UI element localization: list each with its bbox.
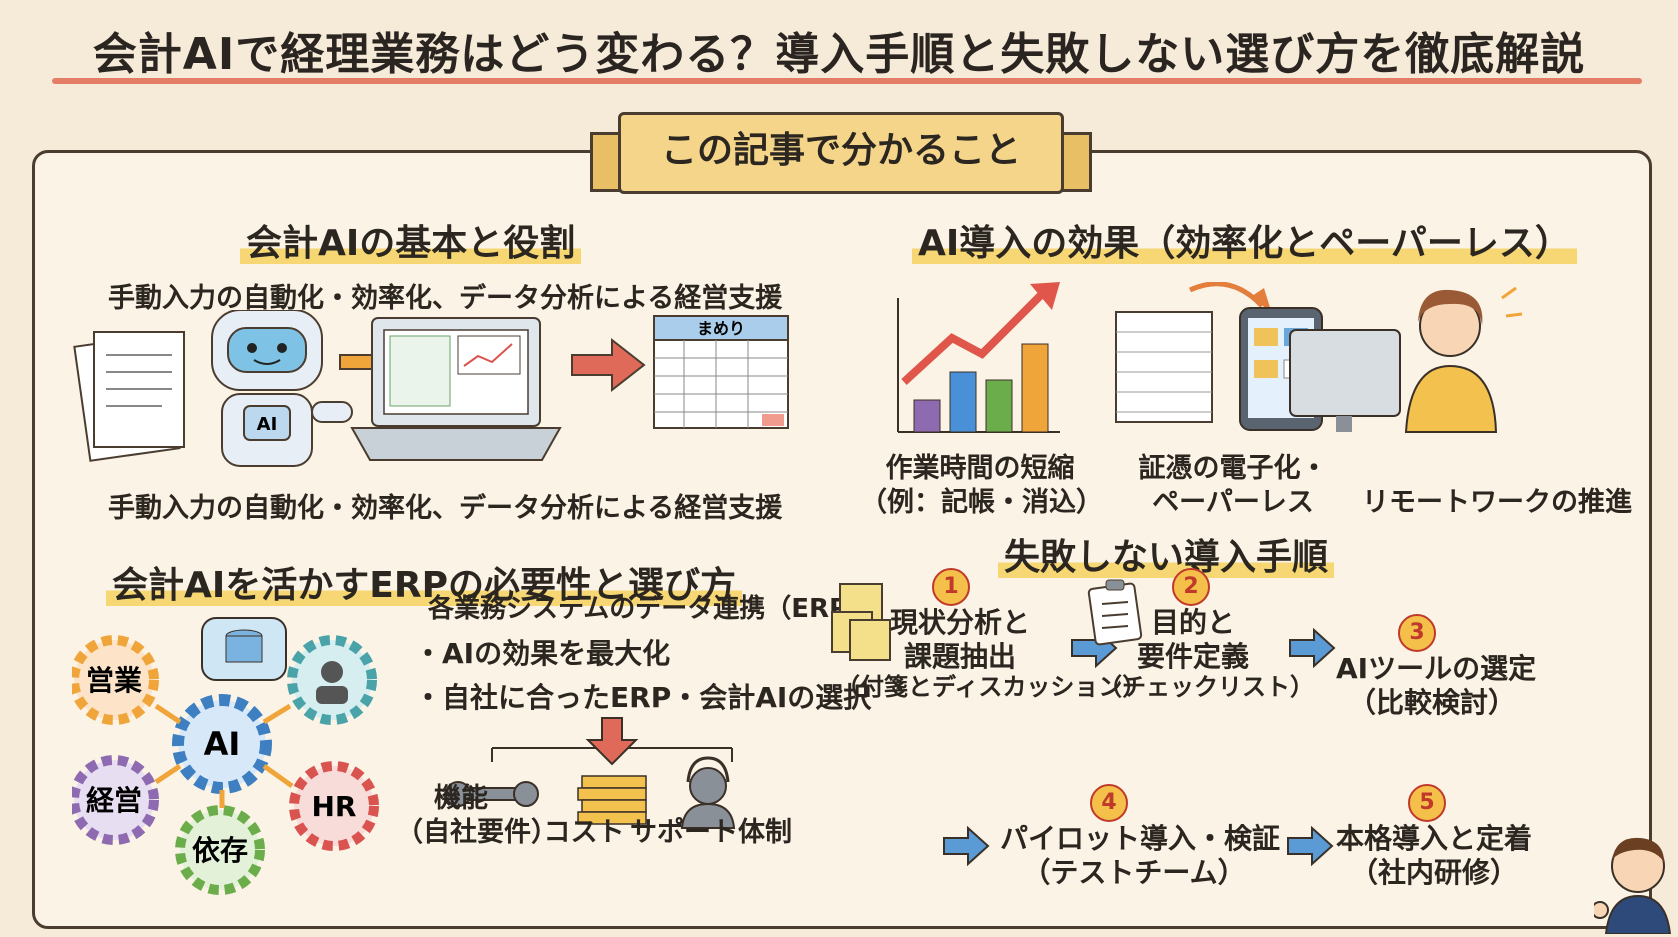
step-1-title: 現状分析と課題抽出 — [889, 606, 1030, 673]
criteria-function: 機能（自社要件） — [396, 783, 558, 848]
erp-line-3: ・自社に合ったERP・会計AIの選択 — [414, 681, 872, 714]
spreadsheet-icon: まめり — [653, 315, 789, 429]
erp-heading: 会計AIを活かすERPの必要性と選び方 — [106, 556, 742, 608]
step-5-number: 5 — [1408, 784, 1446, 822]
step-5-title: 本格導入と定着（社内研修） — [1336, 822, 1533, 889]
gear-management-icon — [72, 755, 159, 845]
effects-illustration — [897, 282, 1523, 433]
laptop-icon — [350, 317, 562, 461]
coins-icon — [577, 775, 647, 825]
svg-text:HR: HR — [312, 790, 357, 823]
svg-text:まめり: まめり — [697, 319, 745, 338]
step-2-note: （チェックリスト） — [1098, 673, 1314, 701]
arrow-step-4-icon — [1287, 826, 1334, 866]
erp-criteria-illustration — [445, 717, 736, 829]
svg-text:依存: 依存 — [192, 834, 248, 867]
step-1-number: 1 — [932, 568, 970, 606]
checklist-icon — [1087, 579, 1143, 646]
step-4-title: パイロット導入・検証（テストチーム） — [1000, 822, 1281, 889]
effect-item-3: リモートワークの推進 — [1362, 487, 1632, 518]
steps-heading: 失敗しない導入手順 — [998, 528, 1335, 580]
gear-dependency-icon — [175, 805, 265, 895]
sticky-notes-icon — [831, 583, 891, 661]
curved-arrow-icon — [1188, 282, 1264, 308]
remote-worker-icon — [1289, 286, 1523, 433]
presenter-icon — [1594, 837, 1672, 934]
svg-text:AI: AI — [257, 414, 278, 435]
effect-item-1: 作業時間の短縮（例：記帳・消込） — [860, 453, 1103, 518]
svg-text:AI: AI — [204, 725, 241, 763]
gear-ai-icon — [172, 694, 272, 794]
documents-icon — [73, 331, 185, 462]
step-1-note: （付箋とディスカッション） — [836, 673, 1147, 701]
down-arrow-icon — [585, 717, 639, 766]
wrench-icon — [445, 781, 539, 807]
arrow-red-icon — [571, 337, 646, 393]
growth-chart-icon — [897, 282, 1060, 433]
basics-text-top: 手動入力の自動化・効率化、データ分析による経営支援 — [108, 283, 783, 314]
title-underline — [52, 78, 1642, 84]
criteria-support: サポート体制 — [630, 817, 792, 848]
criteria-cost: コスト — [543, 817, 625, 848]
headset-icon — [680, 756, 736, 829]
svg-text:経営: 経営 — [86, 784, 142, 817]
erp-line-2: ・AIの効果を最大化 — [414, 637, 671, 670]
erp-gear-diagram: 営業 経営 依存 HR AI — [72, 617, 379, 895]
arrow-step-3-icon — [943, 826, 990, 866]
basics-text-bottom: 手動入力の自動化・効率化、データ分析による経営支援 — [108, 493, 783, 524]
erp-line-1: 各業務システムのデータ連携（ERP） — [428, 594, 875, 624]
step-3-number: 3 — [1398, 614, 1436, 652]
robot-icon: AI — [211, 310, 353, 467]
step-2-title: 目的と要件定義 — [1136, 606, 1249, 673]
basics-illustration: AI まめり — [73, 310, 789, 467]
effects-heading: AI導入の効果（効率化とペーパーレス） — [912, 214, 1577, 266]
gear-hr-icon — [289, 761, 379, 851]
banner: この記事で分かること — [618, 112, 1064, 194]
paper-stack-icon — [1115, 311, 1213, 423]
step-4-number: 4 — [1090, 784, 1128, 822]
step-2-number: 2 — [1172, 568, 1210, 606]
page-title: 会計AIで経理業務はどう変わる？導入手順と失敗しない選び方を徹底解説 — [92, 29, 1586, 80]
basics-heading: 会計AIの基本と役割 — [240, 214, 582, 266]
gear-sales-icon — [72, 635, 159, 725]
svg-text:営業: 営業 — [86, 664, 142, 697]
step-3-title: AIツールの選定（比較検討） — [1336, 652, 1537, 719]
arrow-step-2-icon — [1289, 628, 1336, 668]
effect-item-2: 証憑の電子化・ペーパーレス — [1138, 453, 1328, 518]
